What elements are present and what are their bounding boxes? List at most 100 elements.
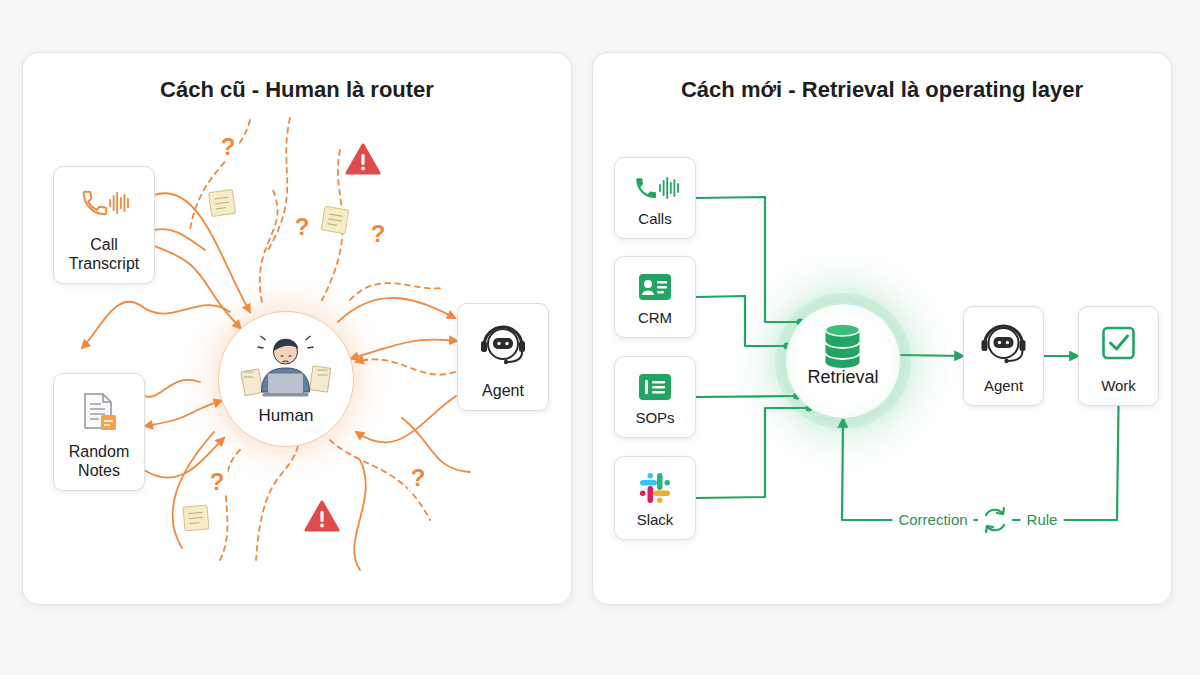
question-mark: ? xyxy=(218,134,239,160)
cycle-icon xyxy=(997,508,1004,514)
node-icon xyxy=(648,486,654,503)
source-card: CRM xyxy=(614,256,696,338)
node-icon xyxy=(652,381,665,384)
connector xyxy=(696,408,809,498)
node-icon xyxy=(657,291,664,294)
node-icon xyxy=(104,421,113,425)
human-circle: Human xyxy=(218,311,354,447)
node-icon xyxy=(645,380,648,394)
warning-icon xyxy=(347,145,379,173)
cycle-icon xyxy=(978,503,1012,537)
source-card: SOPs xyxy=(614,356,696,438)
node-icon xyxy=(642,291,654,296)
node-label: Agent xyxy=(482,381,524,400)
node-label: SOPs xyxy=(635,409,674,427)
node-icon xyxy=(674,180,676,196)
warning-icon xyxy=(347,145,379,173)
node-icon xyxy=(263,393,309,397)
node-label: Call Transcript xyxy=(60,235,148,273)
node-icon xyxy=(826,324,860,368)
node-icon xyxy=(648,473,654,479)
node-icon xyxy=(310,366,331,392)
node-icon xyxy=(994,337,1014,348)
node-icon xyxy=(666,178,668,198)
question-mark: ? xyxy=(368,221,389,247)
sticky-note xyxy=(183,505,209,531)
node-icon xyxy=(127,199,129,207)
node-icon xyxy=(639,374,671,400)
node-icon xyxy=(488,329,518,359)
panel: Cách mới - Retrieval là operating layerC… xyxy=(592,52,1172,605)
node-icon xyxy=(640,480,657,486)
node-icon xyxy=(120,198,122,208)
warning-icon xyxy=(320,524,324,528)
chaos-lines xyxy=(220,450,240,560)
node-label: Retrieval xyxy=(807,367,878,388)
node-icon xyxy=(657,498,663,504)
chaos-lines xyxy=(338,298,455,322)
node-icon xyxy=(507,352,522,362)
node-icon xyxy=(652,391,665,394)
connector xyxy=(696,197,800,322)
chaos-lines xyxy=(260,188,278,302)
node-icon xyxy=(640,491,646,497)
chaos-lines xyxy=(82,118,470,570)
node-icon xyxy=(241,369,263,396)
chaos-lines xyxy=(330,440,430,520)
agent-card: Agent xyxy=(457,303,549,411)
node-icon xyxy=(497,342,500,345)
node-icon xyxy=(505,342,508,345)
node-icon xyxy=(826,330,860,362)
chaos-lines xyxy=(144,380,200,397)
node-icon xyxy=(636,178,678,198)
connector xyxy=(1044,355,1078,357)
node-icon xyxy=(481,327,525,364)
node-icon xyxy=(653,491,670,497)
chaos-lines xyxy=(256,446,298,560)
node-icon xyxy=(615,457,697,541)
node-icon xyxy=(268,373,304,394)
node-icon xyxy=(504,360,508,364)
node-icon xyxy=(657,473,663,490)
node-icon xyxy=(636,178,656,198)
node-icon xyxy=(670,183,672,193)
node-icon xyxy=(826,342,860,359)
node-icon xyxy=(640,473,670,503)
node-icon xyxy=(274,340,298,364)
node-icon xyxy=(1111,336,1128,349)
node-icon xyxy=(481,341,487,352)
node-icon xyxy=(1008,351,1023,361)
sticky-note xyxy=(214,197,229,209)
node-icon xyxy=(84,192,128,215)
connector xyxy=(696,296,787,346)
question-mark: ? xyxy=(408,465,429,491)
loop-label: Rule xyxy=(1021,510,1064,530)
node-icon xyxy=(663,181,665,195)
node-icon xyxy=(786,304,902,420)
node-label: Random Notes xyxy=(60,442,138,480)
node-icon xyxy=(677,184,679,192)
node-icon xyxy=(219,312,355,448)
panel-heading: Cách cũ - Human là router xyxy=(23,77,571,103)
node-icon xyxy=(657,281,667,284)
node-icon xyxy=(493,338,513,349)
chaos-lines xyxy=(356,396,456,442)
connector xyxy=(696,396,797,397)
panel: Cách cũ - Human là routerCall Transcript… xyxy=(22,52,572,605)
loop-label: Correction xyxy=(892,510,973,530)
node-icon xyxy=(113,196,115,210)
node-label: Work xyxy=(1101,377,1136,395)
node-icon xyxy=(985,326,1023,345)
source-card: Random Notes xyxy=(53,373,145,491)
connector xyxy=(842,406,1119,520)
connector xyxy=(145,401,222,426)
warning-icon xyxy=(306,502,338,530)
chaos-lines xyxy=(268,118,290,250)
node-icon xyxy=(262,368,310,392)
node-icon xyxy=(659,185,661,191)
node-icon xyxy=(1006,341,1009,344)
node-icon xyxy=(639,274,671,300)
node-icon xyxy=(84,192,107,215)
node-icon xyxy=(615,158,697,240)
